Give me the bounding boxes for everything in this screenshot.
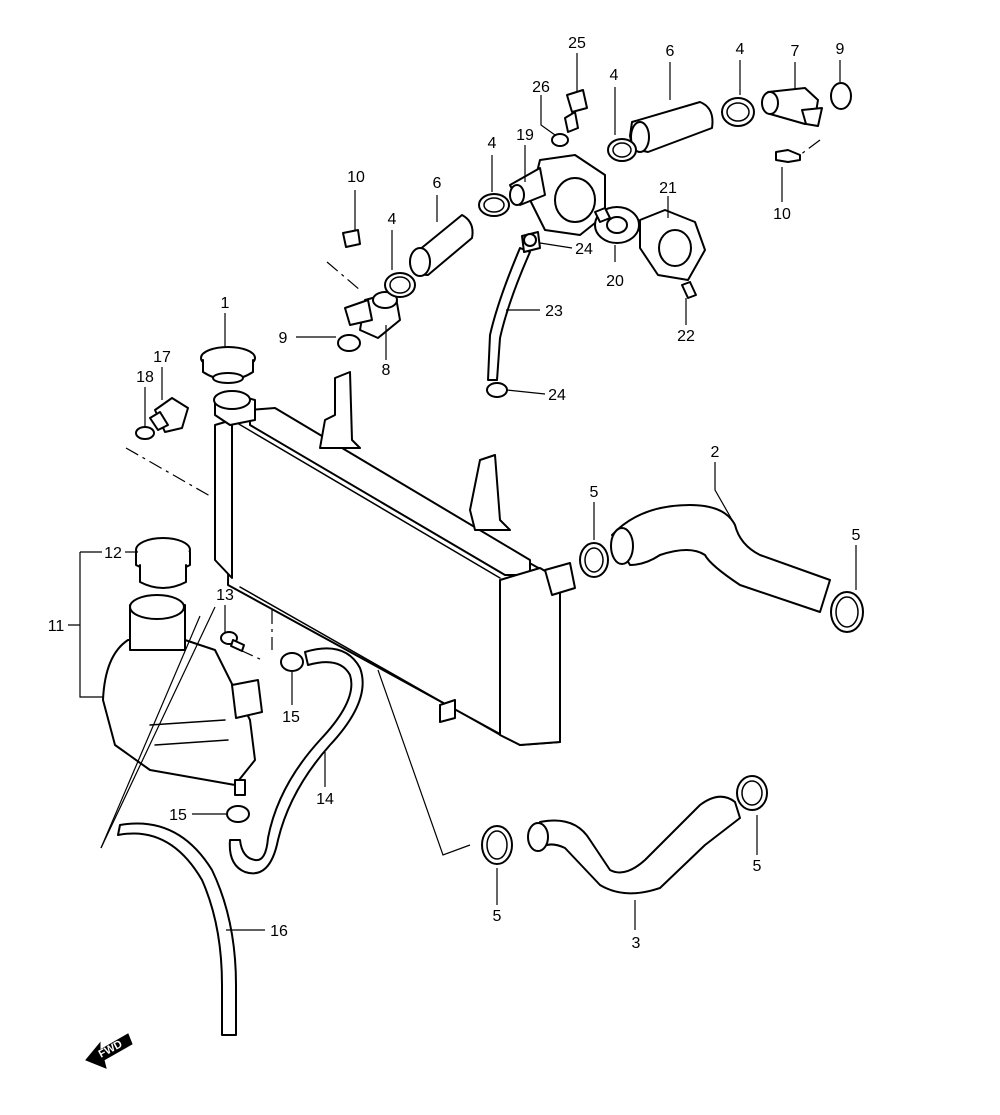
callout-4-d: 4 [388,211,397,228]
reservoir-cap [135,537,191,589]
callout-17: 17 [153,349,171,366]
clamp-24-b [486,382,508,398]
callout-22: 22 [677,328,695,345]
clamp-4-d [384,272,416,298]
hose-16 [117,822,237,1036]
callout-19: 19 [516,127,534,144]
bolt-10-lower [342,229,361,248]
callout-20: 20 [606,273,624,290]
screw-13 [220,631,245,652]
callout-4-a: 4 [610,67,619,84]
callout-25: 25 [568,35,586,52]
callout-1: 1 [221,295,230,312]
callout-24-b: 24 [548,387,566,404]
callout-18: 18 [136,369,154,386]
clamp-5-d [736,775,768,811]
clamp-24-a [523,233,537,247]
hose-2 [610,504,831,613]
clamp-4-b [721,97,755,127]
o-ring-9-lower [337,334,361,352]
callout-10-a: 10 [773,206,791,223]
callout-5-b: 5 [852,527,861,544]
callout-10-b: 10 [347,169,365,186]
callout-12: 12 [104,545,122,562]
clamp-4-a [607,138,637,162]
clamp-15-b [226,805,250,823]
clamp-5-c [481,825,513,865]
hose-6-lower [409,214,474,277]
callout-24-a: 24 [575,241,593,258]
callout-21: 21 [659,180,677,197]
callout-14: 14 [316,791,334,808]
radiator [213,371,576,746]
leader-lines [68,53,857,931]
thermostat-cover [639,209,706,281]
callout-3: 3 [632,935,641,952]
clamp-5-b [830,591,864,633]
water-outlet-pipe-7 [761,87,823,127]
o-ring-18 [135,426,155,440]
hose-3 [527,795,741,895]
clamp-15-a [280,652,304,672]
fwd-label: FWD [97,1038,125,1060]
callout-labels: 1 2 3 4 4 4 4 5 5 5 5 6 6 7 8 9 9 10 10 … [48,35,861,952]
hose-23 [487,231,541,381]
callout-23: 23 [545,303,563,320]
fwd-arrow-icon: FWD [85,1033,133,1069]
bolt-22 [681,281,697,299]
clamp-5-a [579,542,609,578]
callout-6-a: 6 [666,43,675,60]
bolt-10-upper [775,149,801,163]
callout-9-a: 9 [836,41,845,58]
callout-13: 13 [216,587,234,604]
callout-4-b: 4 [736,41,745,58]
reservoir-tank [102,594,263,796]
o-ring-9-upper [830,82,852,110]
callout-11: 11 [48,618,65,635]
clamp-4-c [478,193,510,217]
hose-6-upper [629,101,714,153]
callout-16: 16 [270,923,288,940]
callout-15-b: 15 [169,807,187,824]
callout-5-a: 5 [590,484,599,501]
callout-6-b: 6 [433,175,442,192]
thermostat [594,206,640,244]
water-inlet-pipe-8 [344,291,401,339]
callout-9-b: 9 [279,330,288,347]
fan-thermo-switch [149,397,189,433]
radiator-cap [200,346,256,384]
callout-5-c: 5 [493,908,502,925]
callout-15-a: 15 [282,709,300,726]
callout-2: 2 [711,444,720,461]
callout-7: 7 [791,43,800,60]
callout-4-c: 4 [488,135,497,152]
callout-5-d: 5 [753,858,762,875]
hose-14 [228,647,364,875]
callout-26: 26 [532,79,550,96]
thermostat-housing [509,89,606,236]
reference-lines [100,139,821,856]
callout-8: 8 [382,362,391,379]
